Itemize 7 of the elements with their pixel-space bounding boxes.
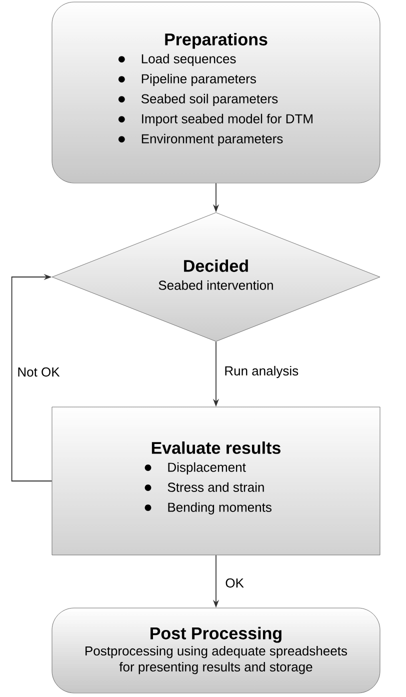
process-box: Evaluate results Displacement Stress and strain Bending moments bbox=[52, 406, 380, 556]
edge-label: Not OK bbox=[16, 366, 61, 378]
edge-label: OK bbox=[224, 577, 245, 589]
process-box: Preparations Load sequences Pipeline parameters Seabed soil parameters Import seabed model for DTM Environment parameters bbox=[52, 2, 380, 184]
terminal-box: Post Processing Postprocessing using adequate spreadsheets for presenting results and storage bbox=[52, 608, 380, 694]
arrow bbox=[11, 274, 52, 482]
edge-label: Run analysis bbox=[223, 364, 300, 380]
